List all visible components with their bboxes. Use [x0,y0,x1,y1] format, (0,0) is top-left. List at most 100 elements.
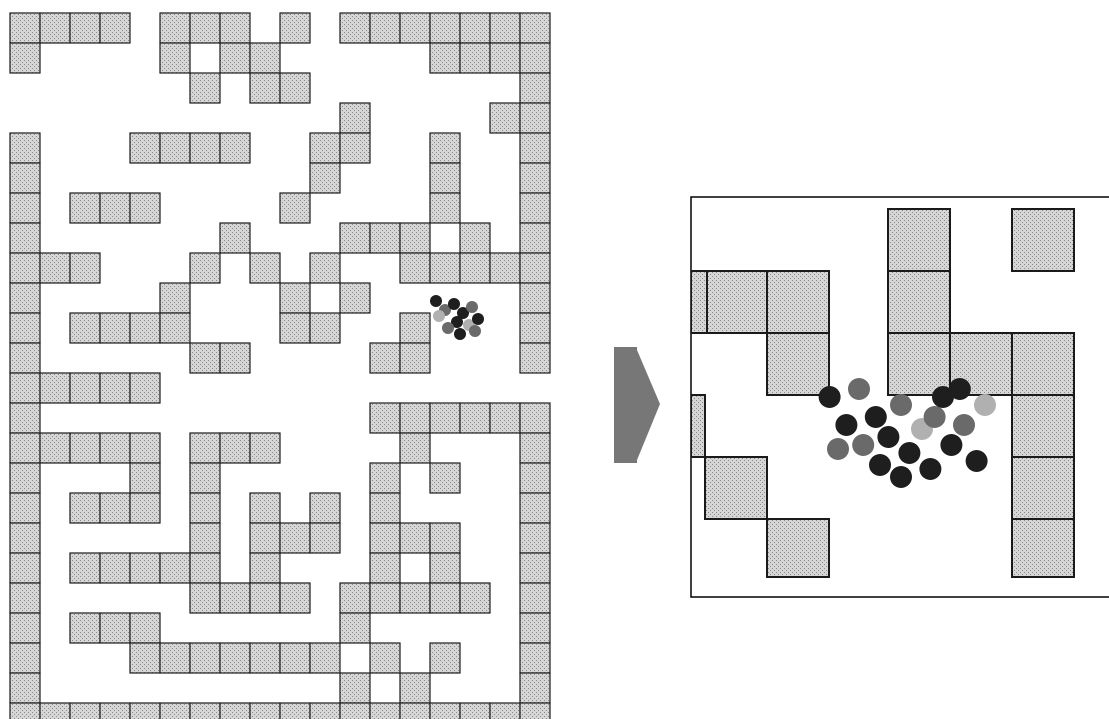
wall-block [100,373,130,403]
wall-block [10,583,40,613]
wall-block [400,13,430,43]
wall-block [310,523,340,553]
wall-block [160,283,190,313]
wall-block [340,283,370,313]
wall-block [220,133,250,163]
particle [974,394,996,416]
wall-block [10,43,40,73]
wall-block [10,343,40,373]
wall-block [160,643,190,673]
wall-block [520,283,550,313]
wall-block [130,493,160,523]
wall-block [400,703,430,719]
wall-block [280,73,310,103]
wall-block [400,313,430,343]
wall-block [190,253,220,283]
particle [454,328,466,340]
wall-block [340,673,370,703]
wall-block [70,433,100,463]
wall-block [490,703,520,719]
particle [827,438,849,460]
particle [869,454,891,476]
wall-block [460,223,490,253]
wall-block [691,395,705,457]
wall-block [520,673,550,703]
wall-block [100,313,130,343]
wall-block [460,703,490,719]
particle [924,406,946,428]
wall-block [100,193,130,223]
wall-block [70,703,100,719]
wall-block [400,403,430,433]
wall-block [490,13,520,43]
wall-block [520,343,550,373]
wall-block [10,253,40,283]
wall-block [280,703,310,719]
wall-block [190,343,220,373]
wall-block [160,43,190,73]
wall-block [340,223,370,253]
wall-block [490,403,520,433]
wall-block [130,463,160,493]
wall-block [520,43,550,73]
wall-block [10,163,40,193]
arrow-shape [614,347,660,463]
wall-block [130,433,160,463]
wall-block [310,703,340,719]
wall-block [520,643,550,673]
wall-block [250,253,280,283]
wall-block [1012,519,1074,577]
wall-block [340,13,370,43]
wall-block [40,703,70,719]
zoom-inset [691,197,1109,597]
wall-block [888,271,950,333]
wall-block [10,373,40,403]
wall-block [10,493,40,523]
wall-block [100,13,130,43]
wall-block [460,253,490,283]
wall-block [190,583,220,613]
wall-block [250,553,280,583]
wall-block [430,463,460,493]
particle [966,450,988,472]
wall-block [10,283,40,313]
particle [466,301,478,313]
wall-block [430,583,460,613]
particle [949,378,971,400]
wall-block [10,403,40,433]
particle [430,295,442,307]
particle [940,434,962,456]
wall-block [430,193,460,223]
particle [890,394,912,416]
wall-block [1012,457,1074,519]
wall-block [370,493,400,523]
wall-block [400,253,430,283]
wall-block [520,523,550,553]
wall-block [190,703,220,719]
wall-block [10,463,40,493]
wall-block [310,313,340,343]
wall-block [40,13,70,43]
wall-block [430,253,460,283]
wall-block [220,433,250,463]
wall-block [130,313,160,343]
wall-block [130,373,160,403]
wall-block [520,403,550,433]
wall-block [10,703,40,719]
wall-block [888,209,950,271]
wall-block [10,553,40,583]
wall-block [400,673,430,703]
wall-block [40,433,70,463]
wall-block [490,253,520,283]
wall-block [310,163,340,193]
wall-block [430,133,460,163]
particle [433,310,445,322]
wall-block [190,73,220,103]
wall-block [370,703,400,719]
wall-block [370,643,400,673]
wall-block [10,643,40,673]
wall-block [160,703,190,719]
wall-block [430,13,460,43]
wall-block [460,43,490,73]
